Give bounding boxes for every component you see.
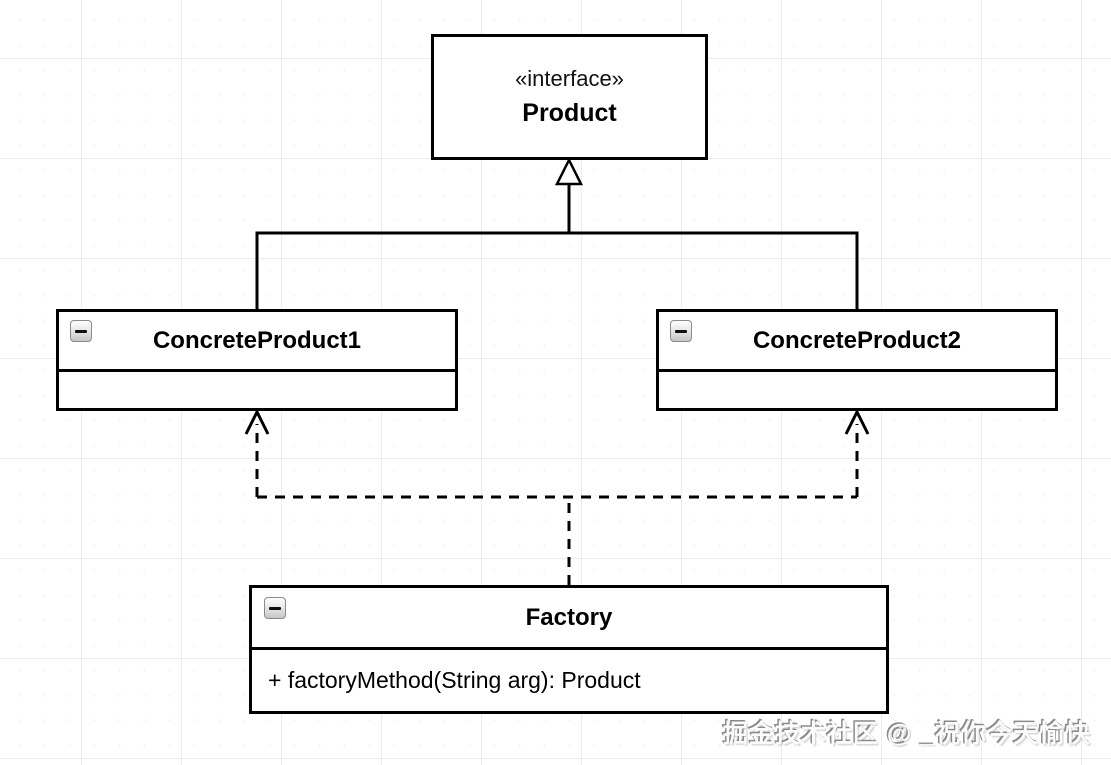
interface-stereotype-label: «interface»: [515, 66, 624, 92]
class-name-label: Factory: [525, 603, 613, 631]
collapse-minus-icon[interactable]: [264, 597, 286, 619]
factory-method-label: + factoryMethod(String arg): Product: [268, 667, 641, 693]
open-arrow-up-icon: [244, 408, 270, 435]
attributes-compartment: [59, 372, 455, 408]
class-name-label: ConcreteProduct2: [752, 326, 962, 354]
concrete-product-2-node[interactable]: ConcreteProduct2: [656, 309, 1058, 411]
concrete-product-1-header: ConcreteProduct1: [59, 312, 455, 372]
methods-compartment: + factoryMethod(String arg): Product: [252, 650, 886, 711]
interface-product-node[interactable]: «interface» Product: [431, 34, 708, 160]
factory-header: Factory: [252, 588, 886, 650]
class-name-label: ConcreteProduct1: [152, 326, 362, 354]
concrete-product-1-node[interactable]: ConcreteProduct1: [56, 309, 458, 411]
attributes-compartment: [659, 372, 1055, 408]
watermark-text: 掘金技术社区 @ _祝你今天愉快: [722, 720, 1091, 748]
open-arrow-up-icon: [844, 408, 870, 435]
collapse-minus-icon[interactable]: [670, 320, 692, 342]
collapse-minus-icon[interactable]: [70, 320, 92, 342]
generalization-line: [255, 231, 859, 309]
hollow-triangle-up-icon: [554, 157, 584, 186]
concrete-product-2-header: ConcreteProduct2: [659, 312, 1055, 372]
factory-node[interactable]: Factory + factoryMethod(String arg): Pro…: [249, 585, 889, 714]
interface-name-label: Product: [522, 98, 617, 127]
